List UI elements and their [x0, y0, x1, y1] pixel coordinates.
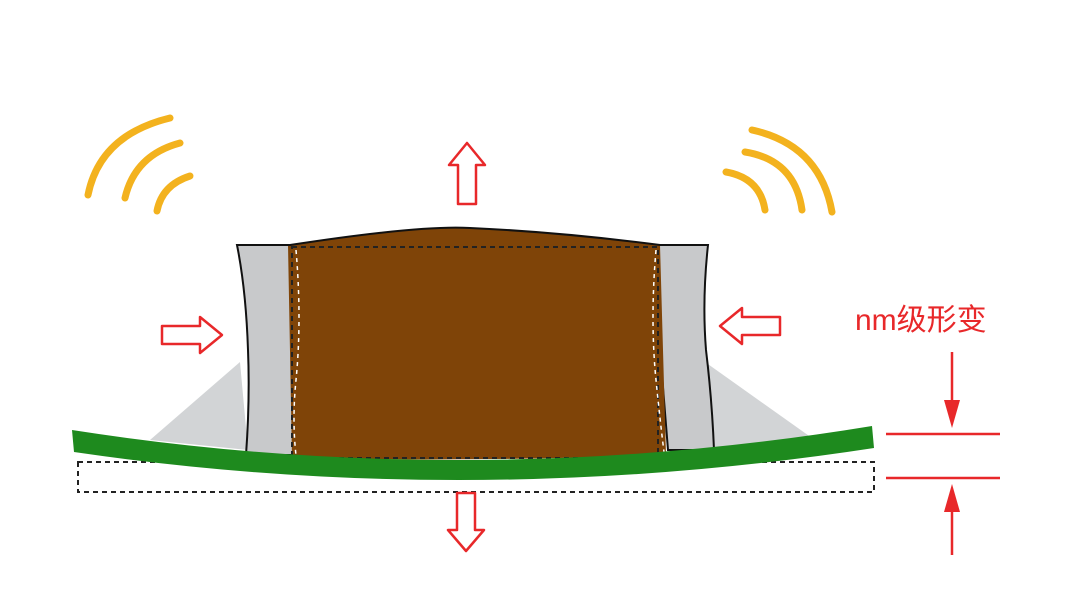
arrow-down-icon	[446, 491, 486, 553]
inner-dashed-right	[652, 249, 665, 453]
original-body-outline	[291, 246, 659, 459]
sound-wave-icon	[84, 114, 194, 215]
deformation-dimension	[886, 352, 1000, 555]
arrow-up-icon	[447, 141, 487, 206]
component-top-outline	[237, 226, 708, 246]
dimension-arrowhead-down	[944, 400, 960, 428]
arrow-left-icon	[718, 306, 782, 346]
inner-dashed-left	[293, 249, 300, 456]
solder-fillet-right	[705, 362, 812, 448]
solder-fillet-left	[150, 362, 248, 450]
deformation-label: nm级形变	[855, 304, 987, 337]
sound-wave-icon	[722, 126, 836, 216]
ceramic-body	[288, 227, 666, 460]
end-terminal-left	[235, 244, 298, 456]
arrow-right-icon	[160, 315, 224, 355]
pcb-board	[72, 426, 874, 481]
dimension-arrowhead-up	[944, 484, 960, 512]
